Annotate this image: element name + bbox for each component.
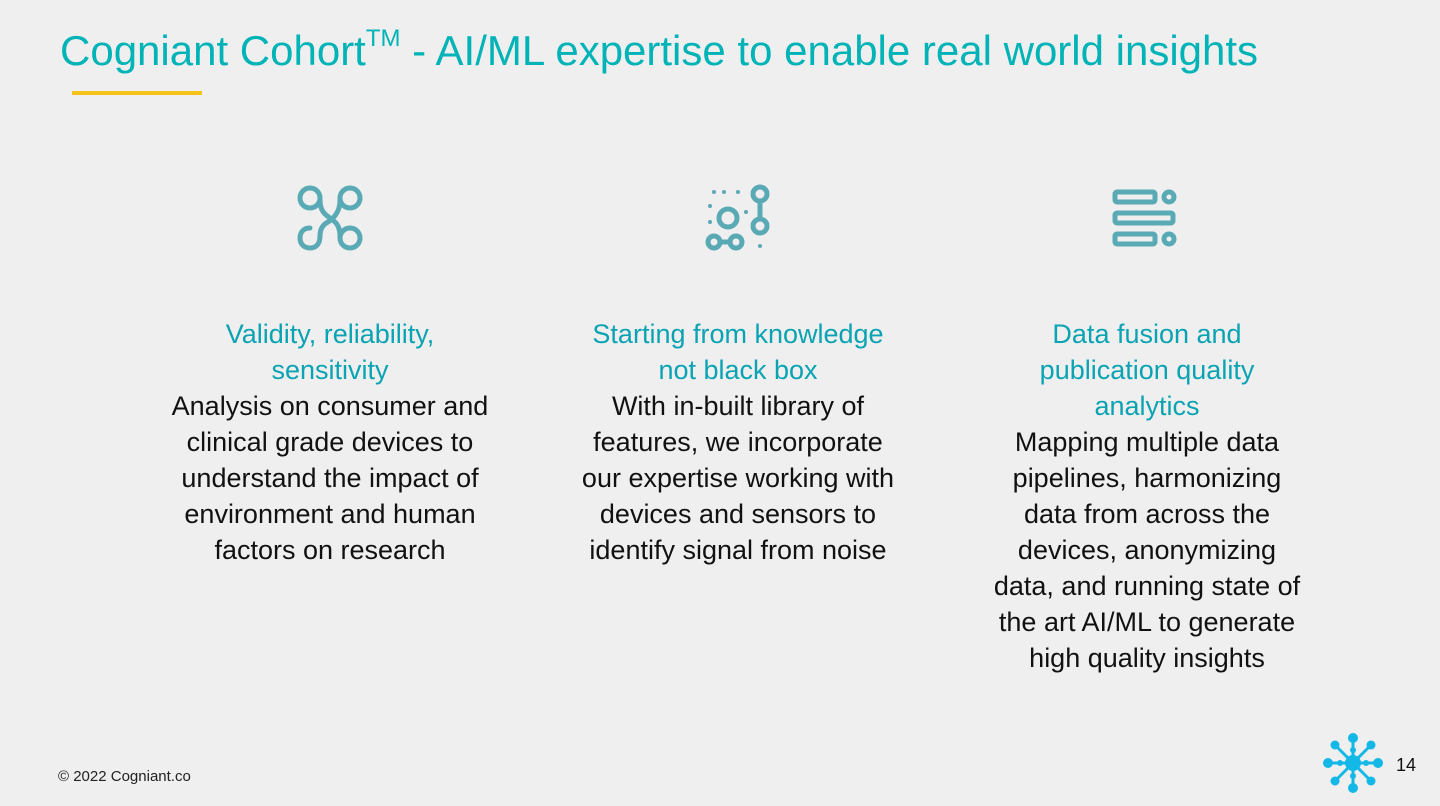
title-rest: - AI/ML expertise to enable real world i… [400, 27, 1259, 74]
column-body: Analysis on consumer and clinical grade … [171, 391, 489, 565]
title-main: Cogniant Cohort [60, 27, 366, 74]
heading-text: Validity, reliability, sensitivity [225, 319, 435, 385]
copyright-footer: © 2022 Cogniant.co [58, 768, 191, 785]
column-heading: Starting from knowledge not black box Wi… [578, 316, 898, 568]
column-heading: Validity, reliability, sensitivity Analy… [170, 316, 490, 568]
slide-title: Cogniant CohortTM - AI/ML expertise to e… [60, 24, 1258, 78]
command-key-icon [297, 185, 363, 251]
heading-text: Data fusion and publication quality anal… [1039, 319, 1255, 421]
network-nodes-icon [705, 184, 770, 251]
heading-text: Starting from knowledge not black box [592, 319, 884, 385]
trademark-mark: TM [365, 25, 401, 52]
column-heading: Data fusion and publication quality anal… [987, 316, 1307, 676]
column-body: With in-built library of features, we in… [581, 391, 895, 565]
title-accent-underline [72, 91, 202, 95]
cogniant-logo-icon [1323, 733, 1383, 793]
data-list-icon [1112, 189, 1177, 247]
page-number: 14 [1396, 755, 1417, 775]
column-body: Mapping multiple data pipelines, harmoni… [993, 427, 1301, 673]
